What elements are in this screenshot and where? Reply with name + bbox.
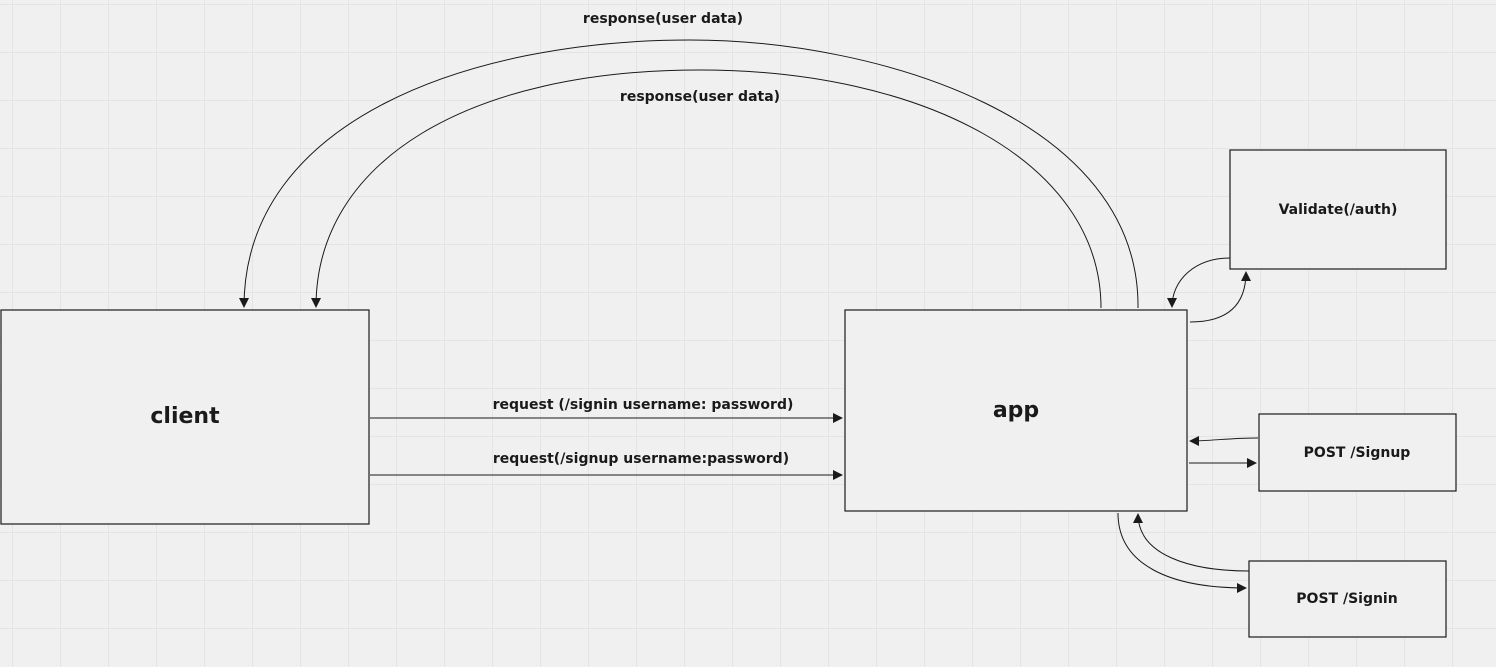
response-outer-label: response(user data) xyxy=(583,11,743,27)
validate-label: Validate(/auth) xyxy=(1279,202,1398,218)
validate-to-app-arrow[interactable] xyxy=(1167,257,1231,308)
signup-to-app-arrow[interactable] xyxy=(1189,435,1259,446)
post-signup-box[interactable] xyxy=(1258,413,1457,492)
response-outer-arrow[interactable] xyxy=(239,39,1139,309)
app-to-validate-arrow[interactable] xyxy=(1189,271,1251,323)
client-box[interactable] xyxy=(0,309,370,525)
response-inner-label: response(user data) xyxy=(620,89,780,105)
post-signin-box[interactable] xyxy=(1248,560,1447,638)
client-label: client xyxy=(150,404,220,429)
app-to-signin-arrow[interactable] xyxy=(1117,512,1247,593)
post-signin-label: POST /Signin xyxy=(1296,591,1397,607)
request-signup-label: request(/signup username:password) xyxy=(493,451,789,467)
response-inner-arrow[interactable] xyxy=(311,69,1102,309)
post-signup-label: POST /Signup xyxy=(1304,445,1411,461)
validate-box[interactable] xyxy=(1229,149,1447,270)
request-signin-label: request (/signin username: password) xyxy=(493,397,794,413)
signin-to-app-arrow[interactable] xyxy=(1133,513,1250,572)
app-box[interactable] xyxy=(844,309,1188,512)
app-label: app xyxy=(993,398,1039,423)
